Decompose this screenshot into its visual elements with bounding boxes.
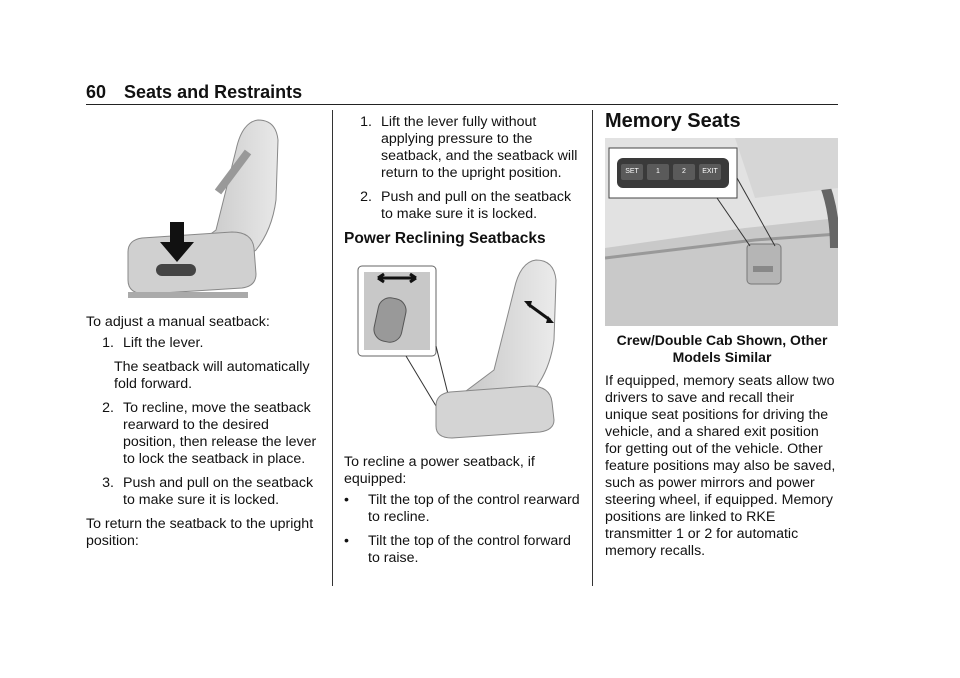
- bullet-text: Tilt the top of the control forward to r…: [368, 533, 571, 566]
- step-text: Push and pull on the seatback to make su…: [123, 475, 314, 508]
- set-button: SET: [621, 164, 643, 180]
- memory-seats-body: If equipped, memory seats allow two driv…: [605, 373, 836, 559]
- memory-button-panel: SET 1 2 EXIT: [621, 164, 721, 180]
- column-2: 1. Lift the lever fully without applying…: [344, 114, 584, 247]
- page-number: 60: [86, 82, 107, 102]
- list-item: • Tilt the top of the control rearward t…: [344, 492, 584, 526]
- list-item: 2. To recline, move the seatback rearwar…: [86, 400, 322, 468]
- bullet-text: Tilt the top of the control rearward to …: [368, 492, 580, 525]
- column-divider-1: [332, 110, 333, 586]
- power-recline-intro: To recline a power seatback, if equipped…: [344, 454, 535, 487]
- step-number: 2.: [102, 400, 114, 416]
- memory-2-button: 2: [673, 164, 695, 180]
- list-item: 2. Push and pull on the seatback to make…: [344, 189, 584, 223]
- list-item: 1. Lift the lever fully without applying…: [344, 114, 584, 182]
- header-rule: [86, 104, 838, 105]
- list-item: • Tilt the top of the control forward to…: [344, 533, 584, 567]
- step-text: Lift the lever fully without applying pr…: [381, 114, 578, 181]
- memory-seats-heading: Memory Seats: [605, 110, 741, 132]
- bullet-mark: •: [344, 533, 349, 549]
- exit-button: EXIT: [699, 164, 721, 180]
- step-text: Push and pull on the seatback to make su…: [381, 189, 572, 222]
- list-item: 1. Lift the lever.: [86, 335, 322, 352]
- step-subtext: The seatback will automatically fold for…: [114, 359, 310, 392]
- step-number: 1.: [360, 114, 372, 130]
- list-item: 3. Push and pull on the seatback to make…: [86, 475, 322, 509]
- step-number: 2.: [360, 189, 372, 205]
- manual-seat-illustration: [118, 112, 294, 302]
- figure-caption: Crew/Double Cab Shown, Other Models Simi…: [616, 332, 828, 365]
- power-recline-illustration: [356, 256, 576, 442]
- section-title: Seats and Restraints: [124, 82, 303, 102]
- step-number: 3.: [102, 475, 114, 491]
- column-3: Crew/Double Cab Shown, Other Models Simi…: [605, 332, 839, 560]
- bullet-mark: •: [344, 492, 349, 508]
- step-text: To recline, move the seatback rearward t…: [123, 400, 317, 467]
- memory-1-button: 1: [647, 164, 669, 180]
- column-2-lower: To recline a power seatback, if equipped…: [344, 454, 584, 574]
- memory-seat-illustration: SET 1 2 EXIT: [605, 138, 838, 326]
- return-upright-text: To return the seatback to the upright po…: [86, 516, 314, 549]
- power-reclining-heading: Power Reclining Seatbacks: [344, 230, 546, 247]
- column-1: To adjust a manual seatback: 1. Lift the…: [86, 314, 322, 550]
- column-divider-2: [592, 110, 593, 586]
- step-text: Lift the lever.: [123, 335, 204, 351]
- manual-seatback-intro: To adjust a manual seatback:: [86, 314, 270, 330]
- page-header: 60 Seats and Restraints: [86, 82, 302, 103]
- step-number: 1.: [102, 335, 114, 351]
